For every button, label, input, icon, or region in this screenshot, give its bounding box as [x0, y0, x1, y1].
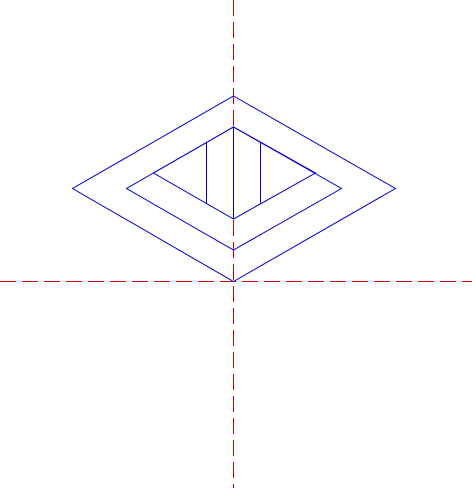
outer-rhombus: [71, 95, 397, 283]
part-outline: [71, 95, 397, 283]
